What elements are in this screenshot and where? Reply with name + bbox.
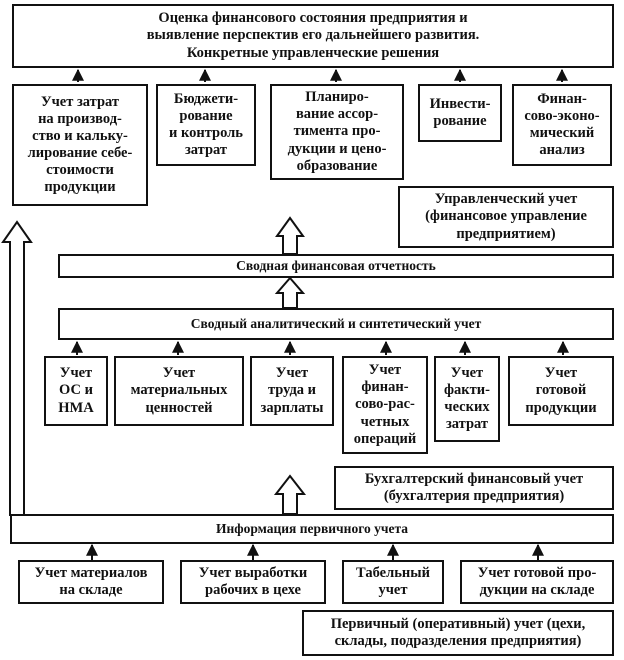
summary-accounting-bar: Сводный аналитический и синтетический уч…	[58, 308, 614, 340]
task-cost-accounting: Учет затрат на производ- ство и кальку- …	[12, 84, 148, 206]
top-decisions-box: Оценка финансового состояния предприятия…	[12, 4, 614, 68]
task-financial-analysis: Финан- сово-эконо- мический анализ	[512, 84, 612, 166]
primary-info-bar: Информация первичного учета	[10, 514, 614, 544]
hollow-arrow-primary-to-financial	[273, 474, 307, 515]
summary-reporting-bar: Сводная финансовая отчетность	[58, 254, 614, 278]
financial-accounting-label: Бухгалтерский финансовый учет (бухгалтер…	[334, 466, 614, 510]
section-finished-goods: Учет готовой продукции	[508, 356, 614, 426]
section-fixed-assets: Учет ОС и НМА	[44, 356, 108, 426]
task-budgeting: Бюджети- рование и контроль затрат	[156, 84, 256, 166]
hollow-arrow-primary-to-cost-accounting	[1, 220, 33, 516]
hollow-arrow-accounting-to-reporting	[274, 276, 306, 309]
section-settlements: Учет финан- сово-рас- четных операций	[342, 356, 428, 454]
task-investment: Инвести- рование	[418, 84, 502, 142]
section-materials: Учет материальных ценностей	[114, 356, 244, 426]
source-workers-output: Учет выработки рабочих в цехе	[180, 560, 326, 604]
hollow-arrow-reporting-to-management	[275, 216, 305, 255]
source-warehouse-materials: Учет материалов на складе	[18, 560, 164, 604]
source-timesheet: Табельный учет	[342, 560, 444, 604]
section-actual-costs: Учет факти- ческих затрат	[434, 356, 500, 442]
section-labor-wages: Учет труда и зарплаты	[250, 356, 334, 426]
source-finished-goods-warehouse: Учет готовой про- дукции на складе	[460, 560, 614, 604]
primary-accounting-label: Первичный (оперативный) учет (цехи, скла…	[302, 610, 614, 656]
task-planning-pricing: Планиро- вание ассор- тимента про- дукци…	[270, 84, 404, 180]
management-accounting-label: Управленческий учет (финансовое управлен…	[398, 186, 614, 248]
